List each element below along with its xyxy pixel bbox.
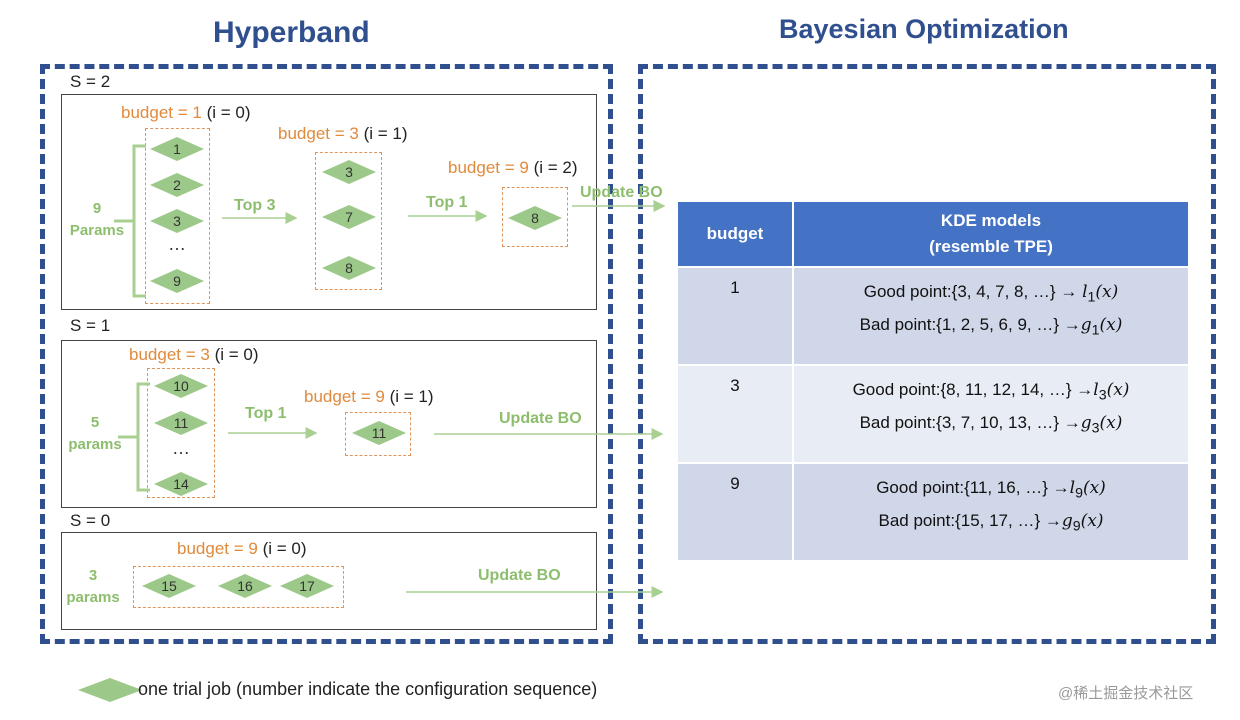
trial-diamond: 3 xyxy=(150,209,204,233)
trial-group xyxy=(133,566,344,608)
trial-group xyxy=(345,412,411,456)
trial-group xyxy=(502,187,568,247)
row-models: Good point:{3, 4, 7, 8, …} → l1(x) Bad p… xyxy=(793,266,1188,365)
trial-group xyxy=(145,128,210,304)
budget-label: budget = 3 (i = 1) xyxy=(278,124,408,143)
header-kde: KDE models(resemble TPE) xyxy=(793,202,1188,267)
trial-diamond: 8 xyxy=(322,256,376,280)
hyperband-frame xyxy=(40,64,613,644)
trial-diamond: 7 xyxy=(322,205,376,229)
trial-diamond: 8 xyxy=(508,206,562,230)
row-budget: 3 xyxy=(678,364,794,463)
top-k-label: Top 3 xyxy=(234,197,276,214)
budget-label: budget = 3 (i = 0) xyxy=(129,345,259,364)
budget-label: budget = 9 (i = 1) xyxy=(304,387,434,406)
row-budget: 1 xyxy=(678,266,794,365)
update-bo-label: Update BO xyxy=(580,184,663,201)
top-k-label: Top 1 xyxy=(245,405,287,422)
bayesian-optimization-title: Bayesian Optimization xyxy=(779,14,1069,44)
trial-diamond: 11 xyxy=(352,421,406,445)
hyperband-title: Hyperband xyxy=(213,16,370,49)
stage-box-s2 xyxy=(61,94,597,310)
ellipsis: … xyxy=(172,438,190,458)
trial-diamond: 9 xyxy=(150,269,204,293)
trial-diamond: 1 xyxy=(150,137,204,161)
trial-group xyxy=(315,152,382,290)
ellipsis: … xyxy=(168,234,186,254)
trial-diamond: 11 xyxy=(154,411,208,435)
top-k-label: Top 1 xyxy=(426,194,468,211)
table-row: 1 Good point:{3, 4, 7, 8, …} → l1(x) Bad… xyxy=(678,266,1188,365)
update-bo-label: Update BO xyxy=(478,567,561,584)
trial-diamond: 16 xyxy=(218,574,272,598)
trial-diamond: 3 xyxy=(322,160,376,184)
table-row: 3 Good point:{8, 11, 12, 14, …} →l3(x) B… xyxy=(678,364,1188,463)
trial-diamond: 17 xyxy=(280,574,334,598)
budget-label: budget = 9 (i = 0) xyxy=(177,539,307,558)
legend-text: one trial job (number indicate the confi… xyxy=(138,679,598,699)
stage-box-s0 xyxy=(61,532,597,630)
stage-label: S = 0 xyxy=(70,511,111,530)
row-models: Good point:{11, 16, …} →l9(x) Bad point:… xyxy=(793,462,1188,560)
budget-label: budget = 1 (i = 0) xyxy=(121,103,251,122)
params-bracket xyxy=(136,382,150,492)
update-bo-label: Update BO xyxy=(499,410,582,427)
watermark: @稀土掘金技术社区 xyxy=(1058,685,1194,702)
trial-diamond: 2 xyxy=(150,173,204,197)
params-bracket xyxy=(132,144,146,298)
stage-label: S = 1 xyxy=(70,316,111,335)
budget-label: budget = 9 (i = 2) xyxy=(448,158,578,177)
trial-diamond: 14 xyxy=(154,472,208,496)
bo-frame xyxy=(638,64,1216,644)
row-budget: 9 xyxy=(678,462,794,560)
trial-group xyxy=(147,368,215,498)
trial-diamond: 15 xyxy=(142,574,196,598)
trial-diamond: 10 xyxy=(154,374,208,398)
stage-label: S = 2 xyxy=(70,72,111,91)
header-budget: budget xyxy=(678,202,794,267)
legend-diamond xyxy=(78,678,142,702)
kde-table: budget KDE models(resemble TPE) 1 Good p… xyxy=(678,202,1188,560)
table-row: 9 Good point:{11, 16, …} →l9(x) Bad poin… xyxy=(678,462,1188,560)
row-models: Good point:{8, 11, 12, 14, …} →l3(x) Bad… xyxy=(793,364,1188,463)
